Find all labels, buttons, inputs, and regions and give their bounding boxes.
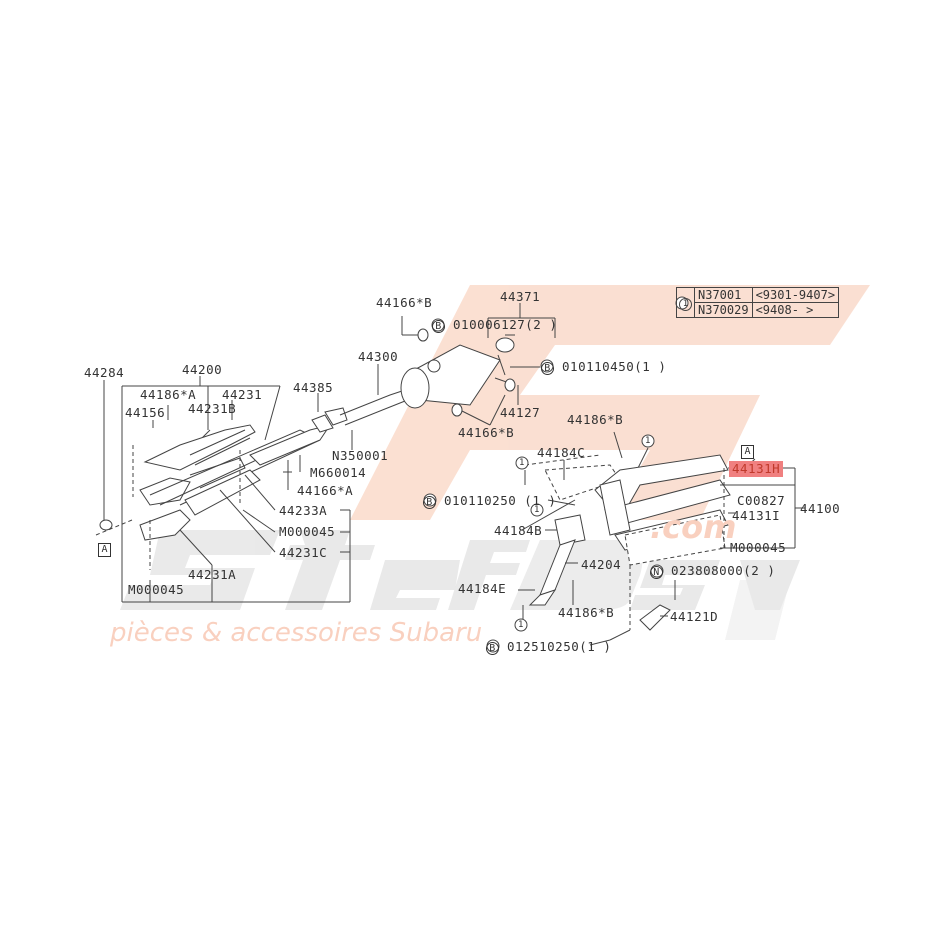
- watermark-logo: [350, 285, 870, 520]
- part-label-44131i[interactable]: 44131I: [732, 508, 781, 523]
- part-label-44121d[interactable]: 44121D: [670, 609, 719, 624]
- part-label-44231a[interactable]: 44231A: [188, 567, 237, 582]
- bolt-label-010110250[interactable]: B 010110250 (1 ): [423, 494, 556, 509]
- watermark-tagline: pièces & accessoires Subaru: [110, 618, 483, 648]
- circle-b-icon: B: [423, 496, 436, 509]
- circle-1-marker: 1: [519, 458, 525, 468]
- part-label-44231c[interactable]: 44231C: [279, 545, 328, 560]
- part-label-44184e[interactable]: 44184E: [458, 581, 507, 596]
- legend-table: 1 N37001 <9301-9407> N370029 <9408- >: [676, 287, 840, 318]
- legend-part: N370029: [694, 302, 753, 318]
- part-label-44131h-highlighted[interactable]: 44131H: [729, 461, 784, 477]
- part-label-44204[interactable]: 44204: [581, 557, 622, 572]
- circle-b-icon: B: [486, 642, 499, 655]
- circle-1-marker: 1: [534, 505, 540, 515]
- part-label-m000045-a[interactable]: M000045: [279, 524, 336, 539]
- part-label-44100[interactable]: 44100: [800, 501, 841, 516]
- drawing-lines: [95, 303, 805, 646]
- nut-label-023808000[interactable]: N 023808000(2 ): [650, 564, 775, 579]
- circle-1-marker: 1: [645, 436, 651, 446]
- part-label-44284[interactable]: 44284: [84, 365, 125, 380]
- part-label-44166-a[interactable]: 44166*A: [297, 483, 354, 498]
- part-label-m000045-c[interactable]: M000045: [730, 540, 787, 555]
- part-label-44186-b-top[interactable]: 44186*B: [567, 412, 624, 427]
- part-label-c00827[interactable]: C00827: [737, 493, 786, 508]
- circle-n-icon: N: [650, 566, 663, 579]
- part-label-44233a[interactable]: 44233A: [279, 503, 328, 518]
- part-label-44127[interactable]: 44127: [500, 405, 541, 420]
- part-label-44371[interactable]: 44371: [500, 289, 541, 304]
- part-label-44156[interactable]: 44156: [125, 405, 166, 420]
- legend-part: N37001: [694, 287, 753, 303]
- part-label-44184b[interactable]: 44184B: [494, 523, 543, 538]
- reference-box-a-left: A: [98, 543, 111, 557]
- bolt-label-010006127[interactable]: B 010006127(2 ): [432, 318, 557, 333]
- part-label-44186-b-bot[interactable]: 44186*B: [558, 605, 615, 620]
- part-label-44166-b-top[interactable]: 44166*B: [376, 295, 433, 310]
- legend-range: <9301-9407>: [751, 287, 840, 303]
- bolt-label-012510250[interactable]: B 012510250(1 ): [486, 640, 611, 655]
- part-label-44300[interactable]: 44300: [358, 349, 399, 364]
- part-label-44385[interactable]: 44385: [293, 380, 334, 395]
- circle-b-icon: B: [541, 362, 554, 375]
- part-label-44184c[interactable]: 44184C: [537, 445, 586, 460]
- part-label-44231b[interactable]: 44231B: [188, 401, 237, 416]
- part-label-n350001[interactable]: N350001: [332, 448, 389, 463]
- circle-b-icon: B: [432, 320, 445, 333]
- part-label-44186-a[interactable]: 44186*A: [140, 387, 197, 402]
- part-label-m660014[interactable]: M660014: [310, 465, 367, 480]
- reference-box-a-right: A: [741, 445, 754, 459]
- part-label-44200[interactable]: 44200: [182, 362, 223, 377]
- part-label-44231[interactable]: 44231: [222, 387, 263, 402]
- bolt-label-010110450[interactable]: B 010110450(1 ): [541, 360, 666, 375]
- legend-range: <9408- >: [751, 302, 840, 318]
- part-label-m000045-b[interactable]: M000045: [128, 582, 185, 597]
- legend-symbol: 1: [676, 287, 695, 318]
- watermark-suffix: .com: [650, 508, 737, 546]
- circle-1-marker: 1: [518, 620, 524, 630]
- part-label-44166-b-bot[interactable]: 44166*B: [458, 425, 515, 440]
